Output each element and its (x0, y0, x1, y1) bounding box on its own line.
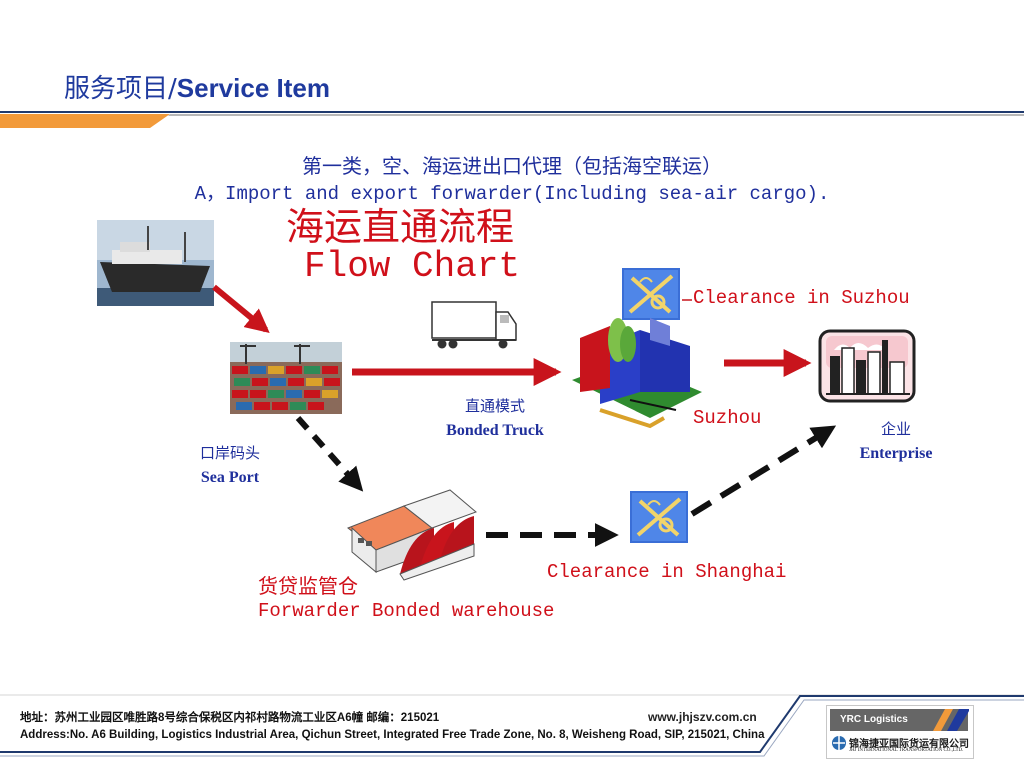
footer-address-cn: 地址：苏州工业园区唯胜路8号综合保税区内祁村路物流工业区A6幢 邮编：21502… (20, 712, 440, 724)
enterprise-label-en: Enterprise (859, 445, 933, 462)
truck-label-cn: 直通模式 (464, 397, 525, 415)
logo-stripes-icon (933, 709, 969, 731)
arrow-ship-to-port (212, 284, 270, 334)
customs-emblem-icon (630, 491, 688, 543)
seaport-label-cn: 口岸码头 (199, 444, 260, 462)
seaport-label: 口岸码头 Sea Port (190, 442, 270, 487)
section-title-cn: 第一类，空、海运进出口代理（包括海空联运） (302, 154, 722, 178)
enterprise-label: 企业 Enterprise (846, 418, 946, 463)
truck-icon (431, 301, 517, 349)
seaport-label-en: Sea Port (200, 469, 260, 486)
suzhou-clearance-label: Clearance in Suzhou (693, 287, 910, 309)
container-port-photo (230, 342, 342, 414)
page-title-cn: 服务项目/ (64, 74, 177, 104)
arrow-shanghai-to-enterprise (690, 425, 837, 517)
flow-title-cn: 海运直通流程 (286, 205, 515, 249)
arrow-port-to-warehouse (295, 416, 364, 492)
logo-banner: YRC Logistics (830, 709, 968, 731)
footer-address: 地址：苏州工业园区唯胜路8号综合保税区内祁村路物流工业区A6幢 邮编：21502… (20, 710, 764, 744)
logo-company-en: JHJ INTERNATIONAL TRANSPORTATION CO.,LTD… (849, 748, 964, 753)
company-logo: YRC Logistics 锦海捷亚国际货运有限公司 JHJ INTERNATI… (826, 705, 974, 759)
ship-photo (97, 220, 214, 306)
suzhou-label: Suzhou (693, 407, 762, 429)
flow-title-en: Flow Chart (304, 246, 521, 287)
header-divider (0, 111, 1024, 128)
warehouse-icon (347, 489, 477, 581)
footer-divider (0, 694, 1024, 757)
enterprise-label-cn: 企业 (880, 420, 911, 438)
truck-label-en: Bonded Truck (446, 422, 544, 439)
shanghai-clearance-label: Clearance in Shanghai (547, 561, 787, 583)
logo-company-cn: 锦海捷亚国际货运有限公司 (849, 739, 969, 750)
enterprise-city-icon (818, 329, 916, 403)
footer-website[interactable]: www.jhjszv.com.cn (648, 710, 757, 724)
page-title-en: Service Item (176, 73, 330, 103)
customs-emblem-icon (622, 268, 680, 320)
truck-label: 直通模式 Bonded Truck (440, 395, 550, 440)
suzhou-factory-icon (572, 318, 702, 429)
footer-address-en: Address:No. A6 Building, Logistics Indus… (20, 729, 765, 741)
logo-globe-icon (832, 736, 846, 750)
page-title: 服务项目/Service Item (64, 68, 330, 105)
section-title-en: A，Import and export forwarder(Including … (194, 183, 830, 205)
warehouse-label-en: Forwarder Bonded warehouse (258, 600, 555, 622)
warehouse-label-cn: 货贷监管仓 (258, 574, 358, 598)
